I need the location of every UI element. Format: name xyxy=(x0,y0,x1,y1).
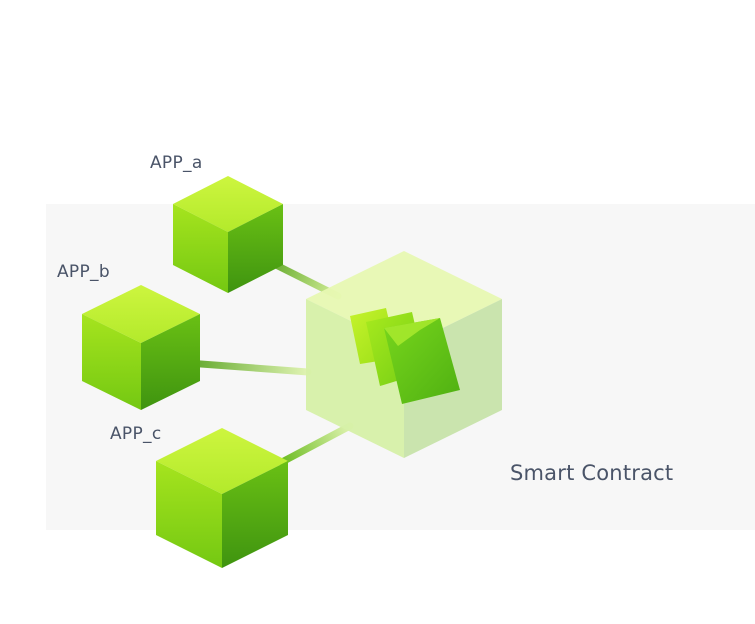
app-c-label: APP_c xyxy=(110,424,162,444)
inner-blocks xyxy=(350,308,460,404)
app-a-cube xyxy=(173,176,283,293)
inner-block-3-face xyxy=(384,318,440,346)
connector-app-c xyxy=(278,422,354,466)
app-b-label: APP_b xyxy=(57,262,110,282)
app-a-label: APP_a xyxy=(150,153,203,173)
app-c-cube xyxy=(156,428,288,568)
smart-contract-cube xyxy=(306,251,502,458)
app-b-cube xyxy=(82,285,200,410)
smart-contract-label: Smart Contract xyxy=(510,461,674,485)
